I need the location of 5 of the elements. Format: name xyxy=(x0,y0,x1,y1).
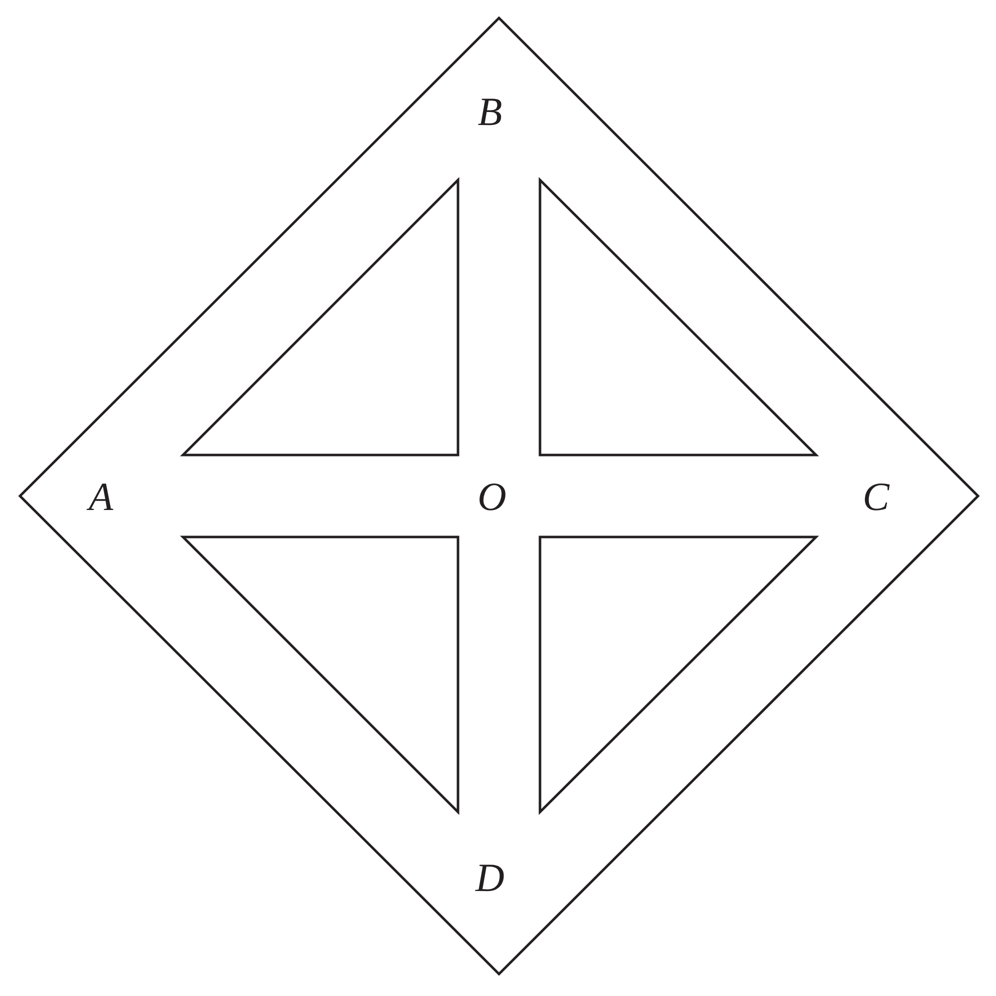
vertex-label: C xyxy=(862,477,890,517)
vertex-label: O xyxy=(478,477,506,517)
vertex-label: B xyxy=(478,92,502,132)
vertex-label: D xyxy=(476,858,504,898)
vertex-label: A xyxy=(88,477,114,517)
